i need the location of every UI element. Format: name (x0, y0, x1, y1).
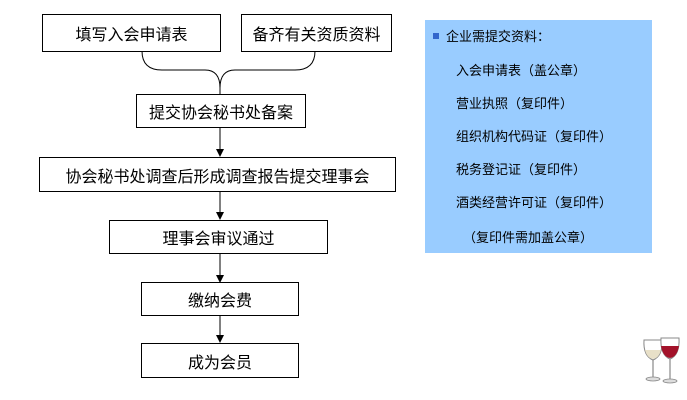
merge-brace (141, 50, 316, 89)
step-fill-form: 填写入会申请表 (42, 14, 221, 52)
bullet-icon (433, 32, 439, 39)
wine-glasses-icon (643, 337, 680, 384)
step-council-approve: 理事会审议通过 (109, 220, 328, 254)
panel-title: 企业需提交资料： (433, 26, 550, 45)
panel-title-text: 企业需提交资料： (446, 30, 551, 45)
step-submit: 提交协会秘书处备案 (136, 94, 306, 128)
step-investigate: 协会秘书处调查后形成调查报告提交理事会 (39, 157, 396, 192)
step-become-member: 成为会员 (141, 343, 299, 378)
step-pay-fee: 缴纳会费 (141, 282, 299, 316)
doc-item-note: （复印件需加盖公章） (463, 231, 594, 246)
doc-item: 入会申请表（盖公章） (456, 64, 587, 79)
step-prepare-docs: 备齐有关资质资料 (241, 14, 392, 52)
required-documents-panel: 企业需提交资料： 入会申请表（盖公章） 营业执照（复印件） 组织机构代码证（复印… (425, 20, 652, 253)
doc-item: 酒类经营许可证（复印件） (456, 196, 613, 211)
doc-item: 组织机构代码证（复印件） (456, 130, 613, 145)
doc-item: 营业执照（复印件） (456, 97, 574, 112)
doc-item: 税务登记证（复印件） (456, 163, 587, 178)
